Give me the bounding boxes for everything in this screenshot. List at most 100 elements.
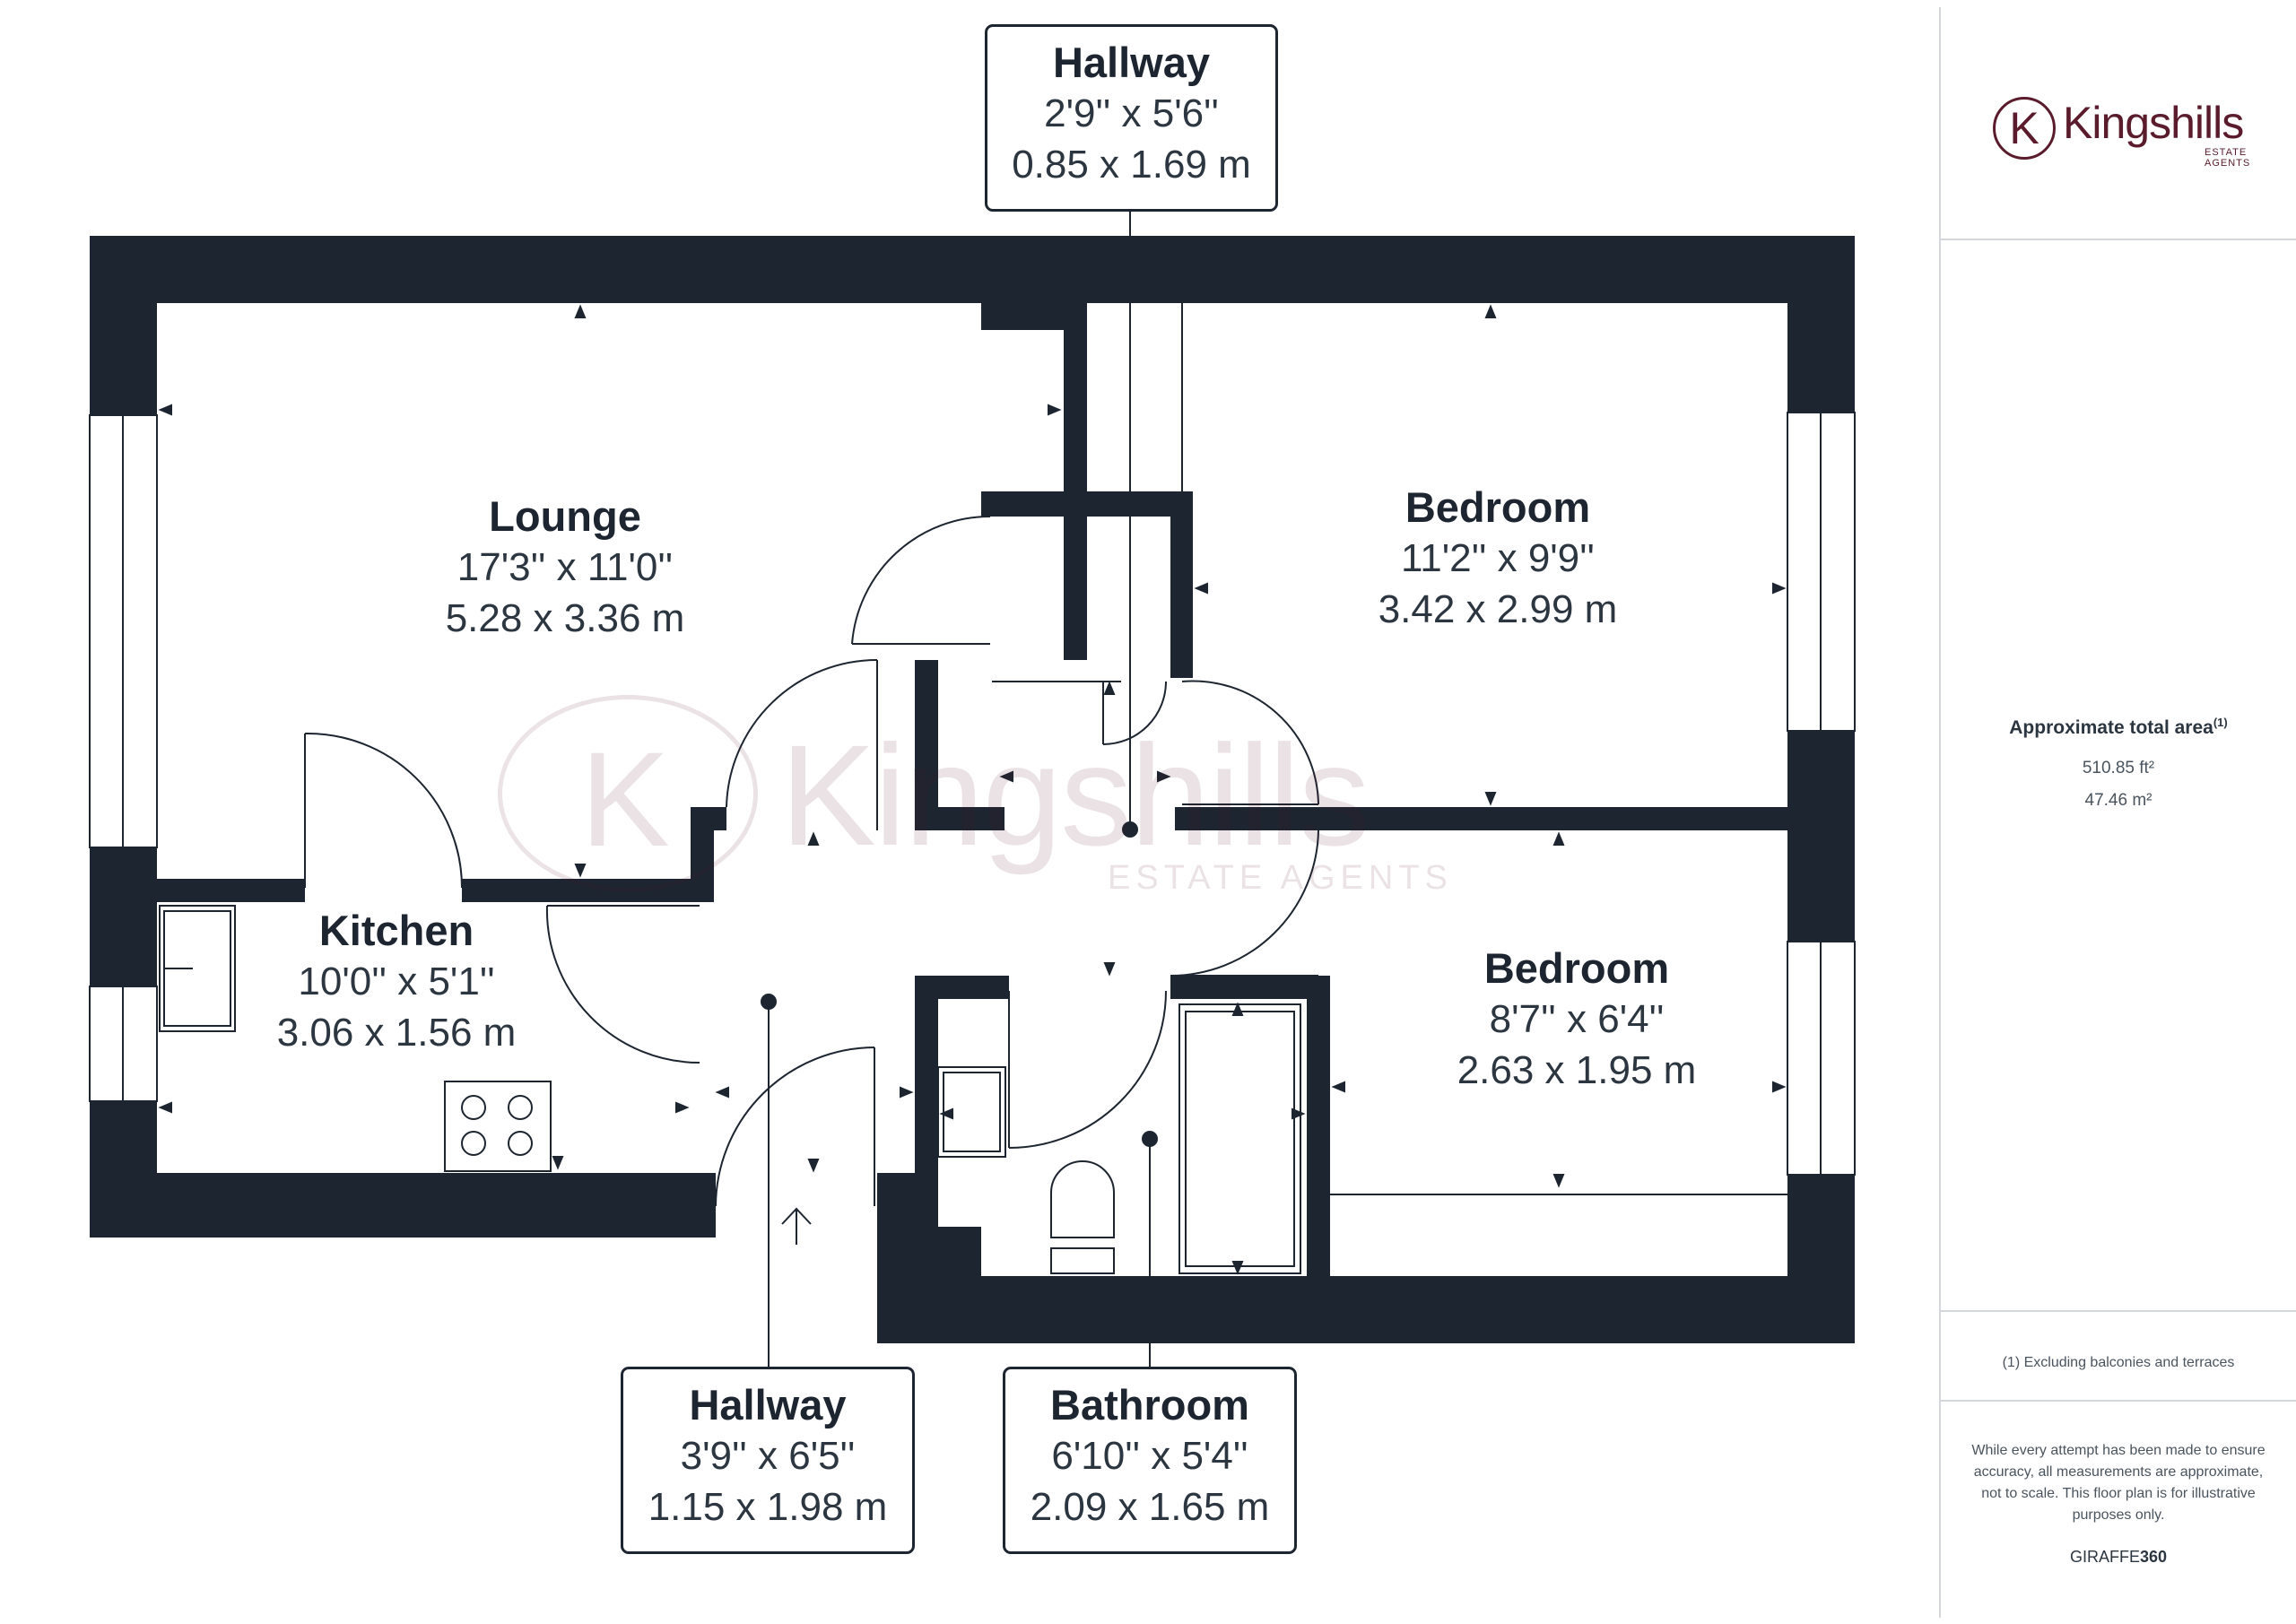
giraffe360-brand: GIRAFFE360 [1941, 1548, 2296, 1567]
watermark: K Kingshills ESTATE AGENTS [498, 695, 1457, 910]
door-bed2-swing [1170, 829, 1319, 977]
tick-hall-lower-right [900, 1086, 914, 1099]
brand-logo: K Kingshills ESTATE AGENTS [1993, 93, 2262, 170]
wall-outer-left-mid [90, 847, 157, 986]
room-imperial: 17'3'' x 11'0'' [457, 545, 674, 589]
bath-tub-inner [1185, 1011, 1295, 1267]
tick-lounge-left [158, 404, 172, 416]
room-imperial: 11'2'' x 9'9'' [1401, 536, 1595, 580]
area-sqft: 510.85 ft² [2082, 759, 2155, 777]
brand-suffix: 360 [2139, 1548, 2168, 1566]
room-metric: 3.06 x 1.56 m [276, 1011, 517, 1055]
tick-bed1-top [1484, 304, 1497, 318]
kitchen-sink [159, 905, 236, 1032]
watermark-word: Kingshills [780, 715, 1370, 875]
wall-outer-right-upper [1787, 236, 1855, 413]
room-kitchen: Kitchen 10'0'' x 5'1'' 3.06 x 1.56 m [235, 906, 558, 1058]
wall-hallway-left [1064, 303, 1087, 660]
area-sqm: 47.46 m² [2084, 791, 2152, 810]
room-metric: 2.09 x 1.65 m [1030, 1485, 1270, 1529]
divider [1941, 1400, 2296, 1402]
room-imperial: 6'10'' x 5'4'' [1051, 1434, 1248, 1478]
tick-bed1-bottom [1484, 792, 1497, 806]
room-name: Bedroom [1483, 944, 1670, 992]
room-name: Bedroom [1405, 483, 1591, 531]
tick-hall-landing-top [1103, 681, 1116, 695]
tick-bed2-top [1552, 831, 1565, 846]
room-imperial: 8'7'' x 6'4'' [1489, 997, 1665, 1041]
tick-hall-mid [1103, 962, 1116, 977]
tick-bed2-bottom [1552, 1174, 1565, 1188]
room-name: Bathroom [1050, 1381, 1249, 1429]
wall-bathroom-left [877, 1173, 938, 1343]
footnote: (1) Excluding balconies and terraces [2002, 1355, 2235, 1370]
door-bed1-swing [1181, 680, 1319, 805]
room-metric: 0.85 x 1.69 m [1012, 143, 1251, 187]
divider [1941, 1310, 2296, 1312]
tick-hall-lower-bottom [807, 1159, 820, 1173]
logo-word: Kingshills [2063, 98, 2244, 148]
area-title: Approximate total area(1) [1941, 716, 2296, 739]
tick-bath-bottom [1231, 1261, 1244, 1275]
watermark-initial: K [580, 724, 671, 874]
watermark-sub: ESTATE AGENTS [1108, 859, 1453, 897]
room-name: Kitchen [318, 907, 474, 954]
wall-outer-left-upper [90, 236, 157, 415]
door-kitchen2-swing [545, 905, 700, 1064]
windows [89, 412, 1856, 1176]
wall-bedrooms-divider [1175, 807, 1787, 830]
disclaimer: While every attempt has been made to ens… [1971, 1443, 2266, 1523]
basin [937, 1066, 1006, 1158]
tick-bed1-right [1772, 582, 1787, 595]
tick-bath-right [1292, 1107, 1306, 1120]
room-name: Hallway [689, 1381, 847, 1429]
callout-hallway-bottom: Hallway 3'9'' x 6'5'' 1.15 x 1.98 m [621, 1367, 915, 1554]
door-hallway-swing [1102, 681, 1167, 745]
toilet [1050, 1160, 1115, 1238]
tick-kitchen-left [158, 1101, 172, 1114]
wall-lounge-hall-stub [981, 303, 1064, 330]
room-lounge: Lounge 17'3'' x 11'0'' 5.28 x 3.36 m [386, 491, 744, 644]
callout-hallway-top: Hallway 2'9'' x 5'6'' 0.85 x 1.69 m [985, 24, 1278, 212]
measure-markers [158, 211, 1787, 1368]
wall-hallway-right [1170, 491, 1193, 678]
bath-tub [1178, 1003, 1301, 1274]
door-bath-swing [1008, 990, 1167, 1149]
toilet-cistern [1050, 1247, 1115, 1274]
fixtures [159, 905, 1301, 1274]
tick-kitchen-right [675, 1101, 690, 1114]
tick-bed1-left [1194, 582, 1208, 595]
wall-closet-bottom [915, 807, 1004, 830]
room-name: Lounge [489, 492, 641, 540]
room-bedroom-2: Bedroom 8'7'' x 6'4'' 2.63 x 1.95 m [1397, 943, 1756, 1096]
hob-ring-3 [461, 1131, 486, 1156]
info-sidebar: K Kingshills ESTATE AGENTS Approximate t… [1939, 7, 2296, 1618]
room-metric: 2.63 x 1.95 m [1457, 1048, 1697, 1092]
wall-bath-bedroom-side [1307, 976, 1330, 1276]
area-note-marker: (1) [2213, 716, 2228, 729]
wall-bathroom-corner [938, 1227, 981, 1343]
room-metric: 5.28 x 3.36 m [445, 596, 685, 640]
tick-bed2-left [1331, 1081, 1345, 1093]
brand-prefix: GIRAFFE [2069, 1548, 2140, 1566]
basin-inner [943, 1072, 1001, 1152]
wall-hallway-cross [981, 491, 1193, 517]
wall-lounge-closet [1064, 637, 1087, 660]
wall-bath-bedroom [1170, 976, 1330, 999]
walls [90, 236, 1855, 1343]
room-imperial: 3'9'' x 6'5'' [680, 1434, 856, 1478]
watermark-circle [498, 695, 758, 892]
hob [444, 1081, 552, 1172]
tick-kitchen-bottom [552, 1156, 564, 1170]
tick-bed2-right [1772, 1081, 1787, 1093]
wall-bath-leftstub [915, 976, 938, 1173]
room-metric: 1.15 x 1.98 m [648, 1485, 888, 1529]
tick-lounge-right [1048, 404, 1062, 416]
hob-ring-4 [508, 1131, 533, 1156]
room-name: Hallway [1052, 39, 1211, 86]
door-kitchen-swing [304, 732, 463, 889]
hob-ring-1 [461, 1095, 486, 1120]
callout-bathroom: Bathroom 6'10'' x 5'4'' 2.09 x 1.65 m [1003, 1367, 1297, 1554]
room-metric: 3.42 x 2.99 m [1378, 587, 1618, 631]
